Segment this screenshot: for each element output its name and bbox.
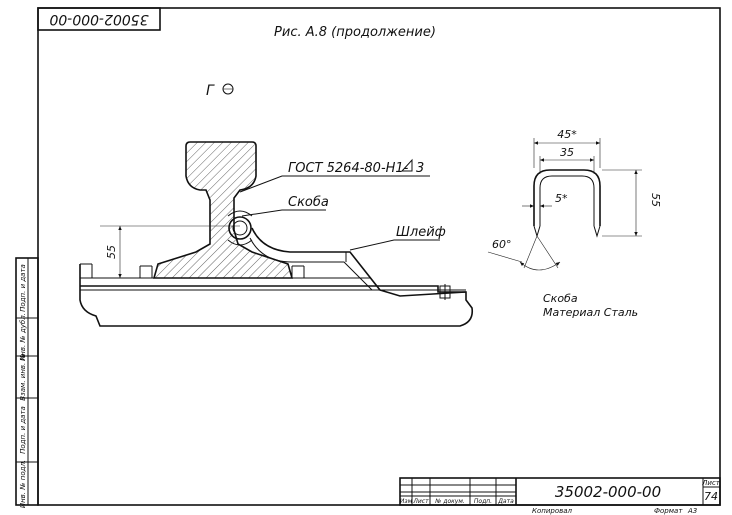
rail-height-dimension: 55 xyxy=(100,225,240,278)
rail-height-value: 55 xyxy=(105,245,118,259)
view-label: Г xyxy=(206,83,234,99)
base-plate xyxy=(79,264,474,327)
cable-callout-text: Шлейф xyxy=(396,225,446,240)
title-designation: 35002-000-00 xyxy=(555,483,661,501)
sheet-number: 74 xyxy=(704,490,718,503)
part-name: Скоба xyxy=(543,292,578,305)
title-header-cell: Изм xyxy=(400,498,413,505)
title-header-cell: № докум. xyxy=(434,498,465,505)
bracket-callout-text: Скоба xyxy=(288,195,329,210)
sheet-border xyxy=(37,7,721,506)
bracket-detail: 45* 35 5* 55 60° Скоба Материал Сталь xyxy=(487,128,662,319)
title-header-cell: Лист xyxy=(412,498,429,505)
format-value: А3 xyxy=(687,507,697,515)
side-strip: Инв. № подл. Подп. и дата Взам. инв. № И… xyxy=(15,257,39,508)
side-strip-cell: Подп. и дата xyxy=(19,264,27,312)
weld-callout: ГОСТ 5264-80-Н1- 3 xyxy=(239,158,430,193)
copied-label: Копировал xyxy=(532,507,573,515)
format-label: Формат xyxy=(654,507,683,515)
leg-height-dim: 55 xyxy=(649,193,662,207)
side-strip-cell: Инв. № дубл. xyxy=(19,313,27,361)
view-letter: Г xyxy=(206,83,215,99)
cable xyxy=(251,227,467,297)
side-strip-cell: Подп. и дата xyxy=(19,406,27,454)
cable-bracket xyxy=(227,210,253,246)
side-strip-cell: Взам. инв. № xyxy=(19,353,27,401)
rail-section xyxy=(152,141,294,279)
tip-angle-dim: 60° xyxy=(492,238,512,251)
title-block: Изм Лист № докум. Подп. Дата 35002-000-0… xyxy=(399,477,721,515)
figure-caption: Рис. А.8 (продолжение) xyxy=(274,25,436,40)
rotated-stamp-code: 35002-000-00 xyxy=(49,11,148,27)
cable-callout: Шлейф xyxy=(349,225,446,251)
rail-assembly xyxy=(79,141,474,327)
staple-shape xyxy=(533,169,601,226)
top-outer-dim: 45* xyxy=(557,128,577,141)
title-header-cell: Подп. xyxy=(474,498,492,505)
title-header-cell: Дата xyxy=(497,498,514,505)
weld-callout-text: ГОСТ 5264-80-Н1- xyxy=(288,161,409,176)
side-strip-cell: Инв. № подл. xyxy=(19,460,27,508)
part-material: Материал Сталь xyxy=(543,306,638,319)
leg-gap-dim: 5* xyxy=(555,192,568,205)
rotated-stamp: 35002-000-00 xyxy=(37,7,161,31)
top-inner-dim: 35 xyxy=(560,146,574,159)
bracket-callout: Скоба xyxy=(241,195,329,217)
sheet-label: Лист xyxy=(701,479,721,487)
weld-leg-value: 3 xyxy=(416,161,424,176)
